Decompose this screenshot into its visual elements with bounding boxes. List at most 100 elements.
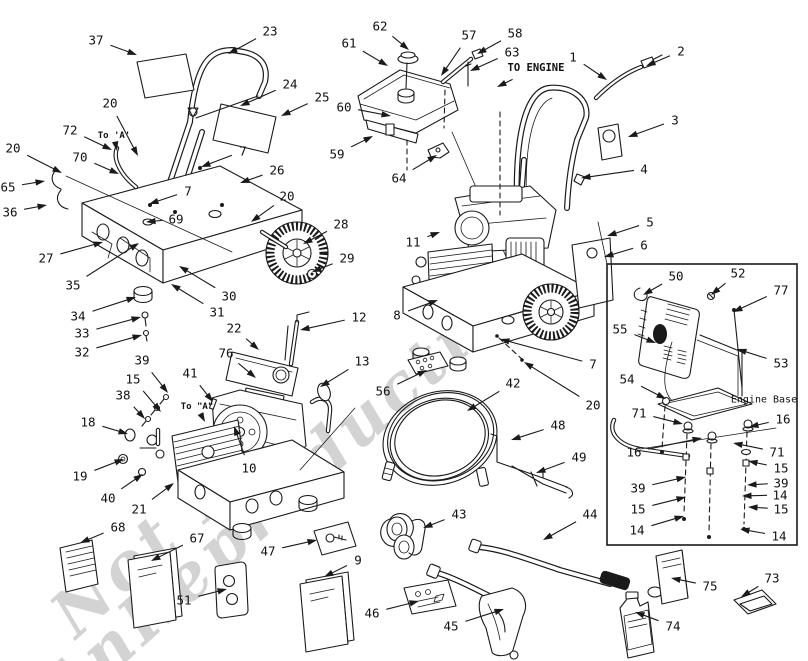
support-wire-hooks <box>490 433 574 499</box>
callout-20: 20 <box>251 189 295 222</box>
svg-text:52: 52 <box>730 266 745 281</box>
svg-text:74: 74 <box>665 619 680 634</box>
callout-9: 9 <box>324 553 362 577</box>
callout-76: 76 <box>218 346 256 378</box>
svg-text:51: 51 <box>176 593 191 608</box>
callout-11: 11 <box>405 232 440 250</box>
svg-text:30: 30 <box>221 289 236 304</box>
callout-70: 70 <box>72 150 119 174</box>
svg-text:25: 25 <box>314 90 329 105</box>
svg-text:23: 23 <box>262 24 277 39</box>
svg-text:1: 1 <box>569 50 577 65</box>
mounting-bolts <box>660 396 754 539</box>
callout-48: 48 <box>511 418 566 441</box>
svg-text:26: 26 <box>269 163 284 178</box>
callout-67: 67 <box>151 531 205 561</box>
svg-text:13: 13 <box>354 354 369 369</box>
svg-text:20: 20 <box>5 141 20 156</box>
callout-19: 19 <box>72 459 124 484</box>
svg-text:15: 15 <box>630 502 645 517</box>
svg-text:28: 28 <box>333 217 348 232</box>
callout-30: 30 <box>179 266 237 304</box>
svg-text:11: 11 <box>405 235 420 250</box>
svg-text:56: 56 <box>375 384 390 399</box>
svg-text:73: 73 <box>764 571 779 586</box>
svg-text:57: 57 <box>461 28 476 43</box>
svg-text:58: 58 <box>507 26 522 41</box>
callout-12: 12 <box>300 310 367 332</box>
callout-38: 38 <box>115 388 145 419</box>
svg-text:59: 59 <box>329 147 344 162</box>
callout-75: 75 <box>671 576 718 594</box>
callout-15: 15 <box>125 372 161 412</box>
callout-31: 31 <box>171 284 225 320</box>
svg-text:77: 77 <box>773 283 788 298</box>
main-unit-assembly <box>402 54 663 375</box>
svg-text:65: 65 <box>0 180 15 195</box>
svg-text:35: 35 <box>65 278 80 293</box>
callout-51: 51 <box>176 588 227 608</box>
callout-34: 34 <box>70 296 136 324</box>
callout-39: 39 <box>134 353 168 393</box>
svg-text:70: 70 <box>72 150 87 165</box>
svg-text:15: 15 <box>125 372 140 387</box>
svg-text:55: 55 <box>612 322 627 337</box>
callout-71: 71 <box>733 441 785 460</box>
callout-53: 53 <box>737 348 789 371</box>
svg-text:38: 38 <box>115 388 130 403</box>
svg-text:54: 54 <box>619 372 634 387</box>
svg-text:39: 39 <box>773 476 788 491</box>
callout-71: 71 <box>631 406 683 425</box>
svg-text:49: 49 <box>571 450 586 465</box>
callout-7: 7 <box>500 338 597 372</box>
callout-3: 3 <box>628 113 679 137</box>
callout-35: 35 <box>65 243 139 293</box>
callout-73: 73 <box>741 571 780 597</box>
callout-33: 33 <box>74 316 141 341</box>
callout-23: 23 <box>228 24 278 54</box>
callout-18: 18 <box>80 415 128 435</box>
svg-text:67: 67 <box>189 531 204 546</box>
callout-62: 62 <box>372 19 409 50</box>
svg-text:71: 71 <box>769 445 784 460</box>
svg-text:42: 42 <box>505 376 520 391</box>
callout-15: 15 <box>748 459 789 476</box>
text-label-engine-base: Engine Base <box>731 395 797 406</box>
svg-text:47: 47 <box>260 544 275 559</box>
svg-text:33: 33 <box>74 326 89 341</box>
svg-text:60: 60 <box>336 100 351 115</box>
callout-20: 20 <box>5 141 62 173</box>
svg-text:14: 14 <box>629 523 644 538</box>
svg-text:63: 63 <box>504 45 519 60</box>
svg-text:76: 76 <box>218 346 233 361</box>
callout-39: 39 <box>747 476 789 491</box>
callout-72: 72 <box>62 123 112 150</box>
svg-text:72: 72 <box>62 123 77 138</box>
svg-text:7: 7 <box>184 184 192 199</box>
svg-text:37: 37 <box>88 33 103 48</box>
callout-14: 14 <box>629 515 684 538</box>
svg-text:44: 44 <box>582 507 597 522</box>
svg-text:To 'A': To 'A' <box>98 131 131 141</box>
fuel-tank-assembly <box>357 48 541 336</box>
svg-text:18: 18 <box>80 415 95 430</box>
callout-49: 49 <box>536 450 587 473</box>
illustration <box>51 47 798 660</box>
callout-15: 15 <box>630 496 686 517</box>
svg-text:15: 15 <box>773 461 788 476</box>
svg-text:69: 69 <box>168 212 183 227</box>
callout-16: 16 <box>626 436 702 460</box>
callout-14: 14 <box>740 527 787 544</box>
svg-text:10: 10 <box>241 461 256 476</box>
callout-20: 20 <box>524 362 601 413</box>
callout-21: 21 <box>131 483 174 517</box>
callout-14: 14 <box>742 488 788 503</box>
cart-handle-assembly <box>51 47 329 342</box>
text-label-to-engine: TO ENGINE <box>497 62 564 87</box>
svg-text:71: 71 <box>631 406 646 421</box>
svg-text:20: 20 <box>102 96 117 111</box>
svg-text:4: 4 <box>640 162 648 177</box>
callout-54: 54 <box>619 372 666 399</box>
callout-63: 63 <box>470 45 520 71</box>
